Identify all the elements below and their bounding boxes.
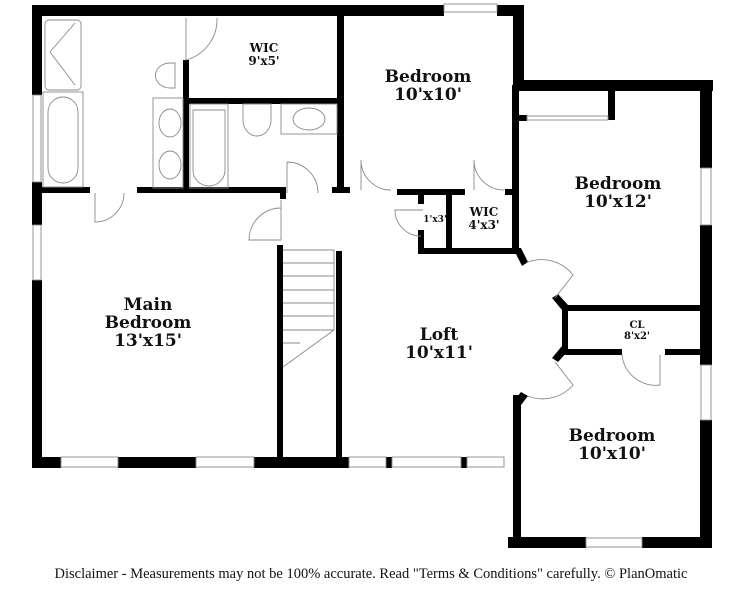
- windows: [32, 3, 712, 548]
- room-name: WIC: [249, 41, 279, 55]
- bathroom-fixtures: [42, 19, 338, 189]
- room-size: 10'x10': [578, 443, 646, 464]
- room-size: 1'x3': [423, 215, 447, 225]
- room-size: 10'x11': [405, 342, 473, 363]
- room-size: 8'x2': [623, 330, 651, 342]
- room-size: 9'x5': [248, 53, 280, 68]
- room-label-loft: Loft 10'x11': [405, 325, 473, 363]
- interior-walls: [42, 10, 702, 460]
- disclaimer-text: Disclaimer - Measurements may not be 100…: [54, 566, 688, 582]
- room-label-bedroom-top: Bedroom 10'x10': [384, 67, 472, 105]
- room-name-line1: Main: [123, 295, 173, 315]
- room-label-closet-small: 1'x3': [423, 215, 447, 225]
- room-label-main-bedroom: Main Bedroom 13'x15': [104, 295, 192, 351]
- room-label-wic-small: WIC 4'x3': [468, 206, 499, 231]
- room-name: WIC: [469, 205, 499, 219]
- room-label-wic-main: WIC 9'x5': [248, 42, 279, 67]
- doors: [94, 17, 661, 400]
- room-label-bedroom-right: Bedroom 10'x12': [574, 174, 662, 212]
- room-name: Loft: [419, 325, 459, 345]
- room-label-bedroom-bottom: Bedroom 10'x10': [568, 426, 656, 464]
- room-name: CL: [629, 320, 645, 331]
- room-name: Bedroom: [384, 67, 472, 87]
- room-name: Bedroom: [568, 426, 656, 446]
- room-size: 4'x3': [468, 217, 500, 232]
- room-name: Bedroom: [574, 174, 662, 194]
- room-size: 10'x10': [394, 84, 462, 105]
- staircase: [282, 249, 335, 368]
- room-label-closet-cl: CL 8'x2': [623, 320, 651, 342]
- floor-plan: [32, 3, 713, 548]
- room-size: 10'x12': [584, 191, 652, 212]
- room-size: 13'x15': [114, 330, 182, 351]
- exterior-walls: [32, 5, 713, 548]
- room-name-line2: Bedroom: [104, 312, 192, 333]
